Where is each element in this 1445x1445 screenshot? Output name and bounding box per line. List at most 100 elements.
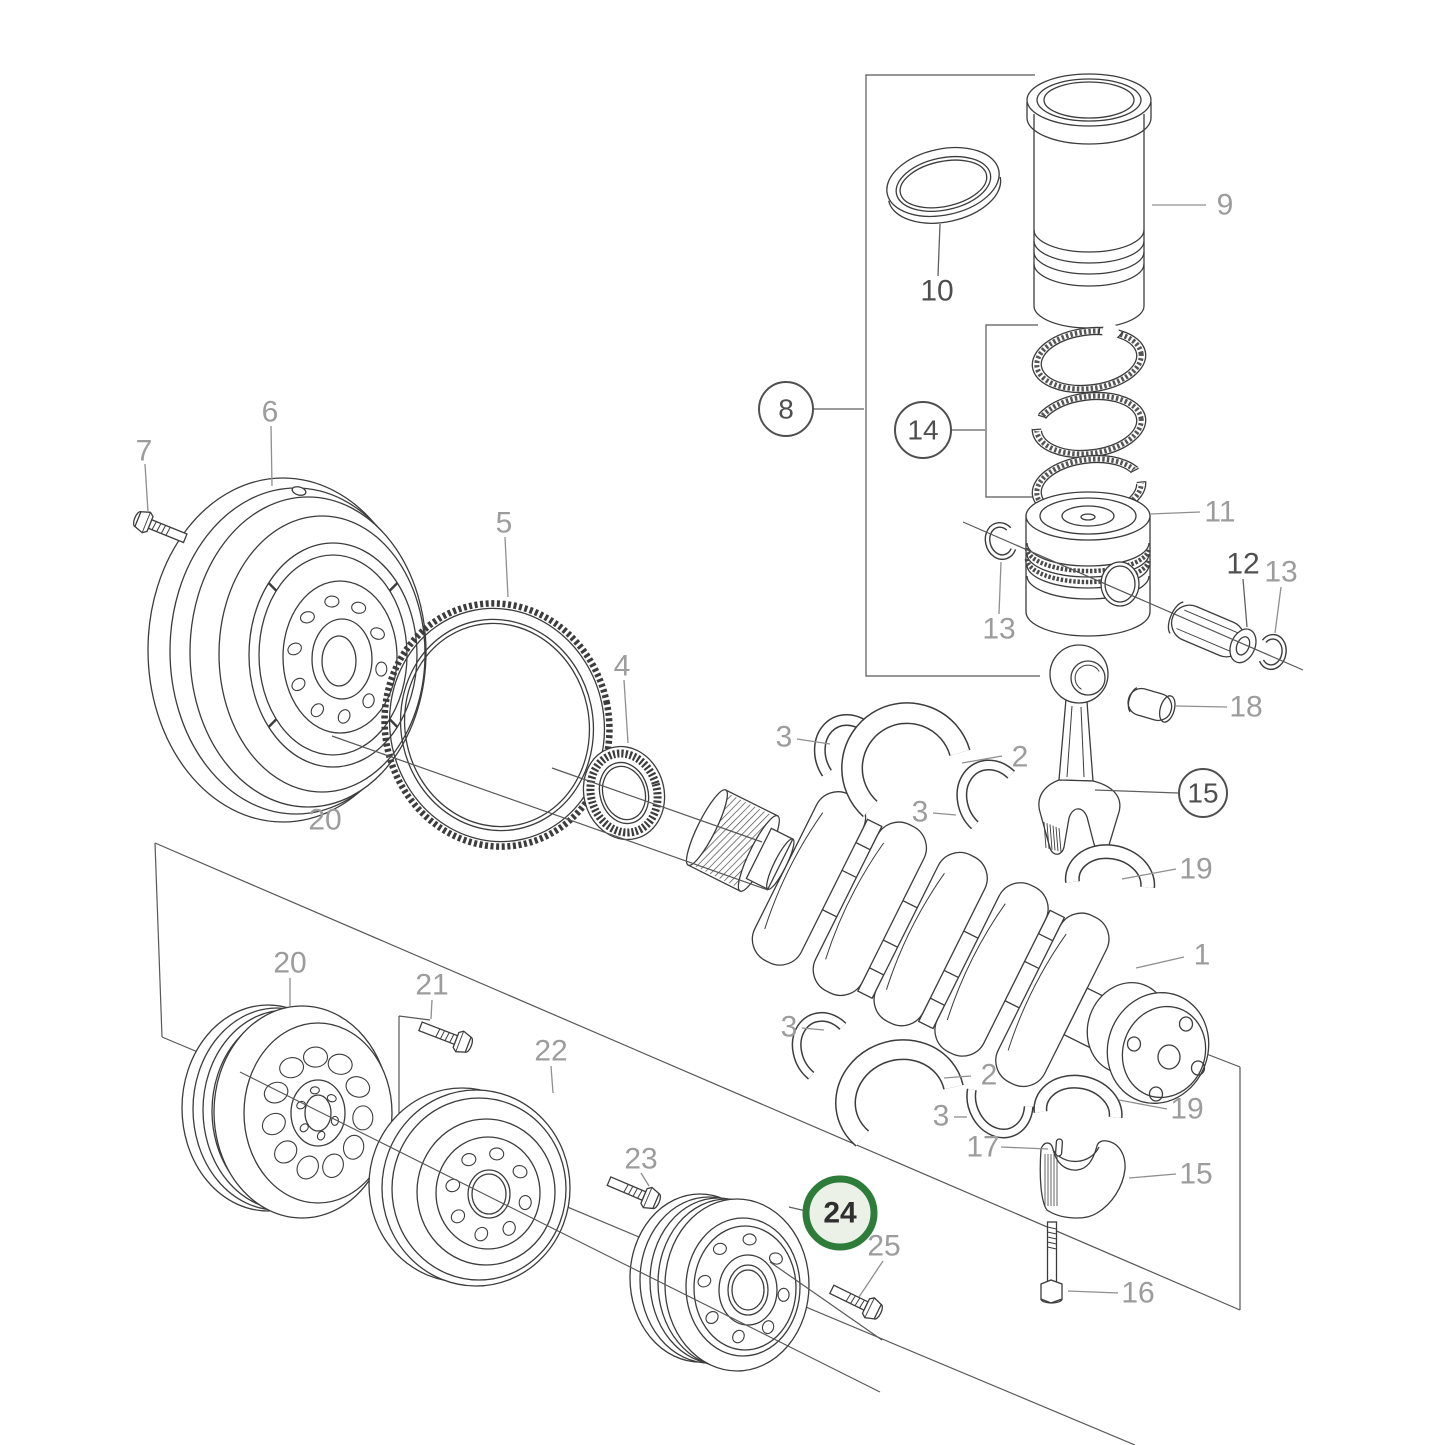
leader-line	[1135, 956, 1185, 969]
part-number-text: 2	[981, 1059, 998, 1092]
part-number-text: 20	[308, 804, 341, 837]
leader-line	[1067, 1290, 1119, 1294]
part-number-text: 3	[912, 796, 929, 829]
leader-line	[1121, 868, 1177, 880]
pulley-bolt-25-drawing	[826, 1278, 887, 1324]
part-number-text: 7	[136, 435, 153, 468]
bearing-shells-lower	[791, 1011, 1123, 1147]
part-label-3-d: 3	[933, 1100, 967, 1133]
snap-ring-right-drawing	[1258, 633, 1287, 671]
part-label-2-a: 2	[961, 741, 1028, 774]
part-label-18: 18	[1175, 691, 1263, 724]
damper-drawing	[368, 1087, 571, 1287]
part-label-24[interactable]: 24	[788, 1175, 878, 1251]
leader-line	[1000, 1146, 1049, 1150]
part-label-3-a: 3	[776, 721, 831, 754]
part-number-text: 1	[1194, 939, 1211, 972]
part-number-text: 13	[1264, 556, 1297, 589]
part-number-text: 24	[823, 1197, 857, 1230]
part-number-text: 10	[920, 275, 953, 308]
part-label-15-cap: 15	[1128, 1158, 1213, 1191]
part-number-text: 3	[776, 721, 793, 754]
leader-line	[1242, 578, 1248, 628]
axis-lines	[239, 521, 1304, 1393]
part-number-text: 19	[1170, 1093, 1203, 1126]
crankshaft-flange-drawing	[1086, 982, 1210, 1104]
leader-line	[623, 679, 629, 744]
piston-drawing	[1024, 491, 1152, 637]
flywheel-drawing	[147, 477, 427, 823]
part-label-2-b: 2	[943, 1059, 998, 1092]
part-label-20-upper: 20	[308, 804, 341, 837]
part-number-text: 5	[496, 507, 513, 540]
bearing-shells-upper	[813, 702, 1156, 889]
main-cap-drawing	[1039, 1140, 1126, 1219]
part-label-7: 7	[136, 435, 153, 513]
part-label-25: 25	[858, 1230, 901, 1298]
grooved-pulley-drawing	[629, 1193, 810, 1372]
bushing-drawing	[1127, 687, 1176, 723]
part-number-text: 18	[1229, 691, 1262, 724]
part-label-12: 12	[1226, 548, 1260, 628]
part-label-8[interactable]: 8	[758, 381, 864, 437]
leader-line	[1149, 511, 1201, 515]
part-number-text: 17	[966, 1131, 999, 1164]
piston-pin-drawing	[1167, 601, 1257, 664]
leader-line	[932, 812, 957, 816]
part-label-4: 4	[614, 650, 630, 744]
callout-circle	[894, 401, 952, 459]
part-number-text: 9	[1217, 189, 1234, 222]
part-number-text: 3	[933, 1100, 950, 1133]
leader-line	[430, 999, 433, 1020]
part-label-13-left: 13	[982, 561, 1016, 646]
part-label-3-c: 3	[781, 1011, 825, 1044]
leader-line	[937, 223, 941, 277]
part-number-text: 22	[534, 1035, 567, 1068]
part-number-text: 15	[1179, 1158, 1212, 1191]
part-label-3-b: 3	[912, 796, 957, 829]
part-label-19-lower: 19	[1118, 1093, 1204, 1126]
highlight-circle	[802, 1175, 878, 1251]
part-label-22: 22	[534, 1035, 568, 1094]
leader-line	[998, 561, 1002, 615]
part-number-text: 15	[1187, 778, 1218, 809]
leader-line	[270, 425, 273, 487]
part-label-21: 21	[415, 969, 449, 1020]
leader-line	[1094, 789, 1179, 794]
part-label-9: 9	[1152, 189, 1233, 222]
part-label-1: 1	[1135, 939, 1211, 972]
part-number-text: 16	[1121, 1277, 1154, 1310]
leader-line	[1128, 1173, 1177, 1179]
part-label-5: 5	[496, 507, 513, 598]
pulley-bolt-23-drawing	[604, 1170, 665, 1214]
part-number-text: 12	[1226, 548, 1259, 581]
cap-bolt-drawing	[1040, 1221, 1063, 1304]
part-label-20-lower: 20	[273, 947, 307, 1006]
leader-line	[504, 536, 509, 598]
part-label-15-rod[interactable]: 15	[1094, 768, 1228, 818]
part-number-text: 14	[907, 415, 938, 446]
part-label-19-upper: 19	[1121, 853, 1213, 886]
part-number-text: 23	[624, 1143, 657, 1176]
cylinder-liner-drawing	[1026, 73, 1152, 329]
part-label-14[interactable]: 14	[894, 401, 985, 459]
part-label-11: 11	[1149, 496, 1236, 529]
part-number-text: 20	[273, 947, 306, 980]
part-number-text: 8	[778, 394, 794, 425]
ring-gear-drawing	[381, 600, 613, 850]
part-label-6: 6	[262, 396, 278, 487]
part-label-16: 16	[1067, 1277, 1155, 1310]
leader-line	[858, 1260, 884, 1298]
piston-ring-drawing-2	[1029, 391, 1147, 459]
crankshaft-drawing	[685, 789, 1119, 1088]
leader-line	[144, 463, 149, 513]
leader-line	[961, 755, 1003, 764]
snap-ring-left-drawing	[984, 521, 1017, 560]
leader-line	[943, 1075, 972, 1079]
part-number-text: 19	[1179, 853, 1212, 886]
part-number-text: 3	[781, 1011, 798, 1044]
callout-circle	[1178, 768, 1228, 818]
